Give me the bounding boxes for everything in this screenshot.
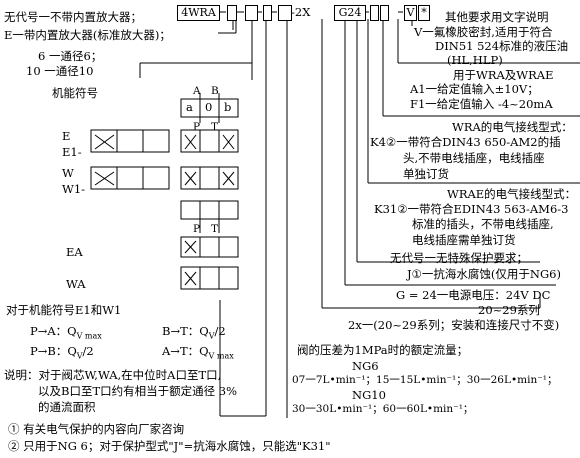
- label-v2: DIN51 524标准的液压油: [435, 39, 569, 53]
- port-t: T: [211, 121, 219, 133]
- label-series1: 20~29系列: [478, 303, 540, 317]
- note-line3: 的通流面积: [38, 400, 96, 414]
- code-2x: -2X: [291, 5, 311, 19]
- code-box-elec: [380, 5, 389, 21]
- label-series2: 2x一(20~29系列；安装和连接尺寸不变): [348, 318, 560, 332]
- label-ng10-vals: 30一30L•min⁻¹；60一60L•min⁻¹；: [292, 403, 474, 415]
- port-t2: T: [211, 223, 219, 235]
- label-v1: V一氟橡胶密封,适用于符合: [414, 25, 553, 39]
- code-box-symbol: [263, 5, 272, 21]
- formula-bt: B→T：QV/2: [162, 324, 226, 341]
- port-p2: P: [193, 223, 201, 235]
- label-ng6: NG6: [352, 359, 379, 373]
- spool-symbols: [90, 93, 239, 290]
- label-wrae-title: WRAE的电气接线型式：: [447, 187, 577, 201]
- label-size6: 6 一通径6；: [38, 49, 103, 63]
- label-v3: (HL,HLP): [447, 53, 503, 67]
- for-e1w1: 对于机能符号E1和W1: [6, 303, 122, 317]
- label-k4-3: 单独订货: [403, 167, 449, 181]
- note-line2: 以及B口至T口约有相当于额定通径 3%: [38, 384, 238, 398]
- label-k31-1: K31②一带符合EDIN43 563-AM6-3: [374, 202, 569, 216]
- formula-pb: P→B：QV/2: [30, 344, 94, 361]
- label-k4-2: 头,不带电线插座，电线插座: [403, 151, 545, 165]
- footnote-2: ② 只用于NG 6；对于保护型式"J"=抗海水腐蚀，只能选"K31": [8, 439, 331, 453]
- sym-e: E: [62, 129, 71, 143]
- label-f1: F1一给定值输入 -4~20mA: [410, 97, 553, 111]
- label-k4-1: K4②一带符合DIN43 650-AM2的插: [370, 135, 561, 149]
- sym-e1: E1-: [62, 145, 82, 159]
- code-box-v: V: [404, 5, 417, 21]
- label-other: 其他要求用文字说明: [445, 10, 549, 24]
- sym-w: W: [62, 166, 74, 180]
- code-box-4wra: 4WRA: [177, 5, 220, 21]
- label-wra-title: WRA的电气接线型式：: [452, 120, 573, 134]
- label-ng10: NG10: [352, 388, 386, 402]
- label-rated-title: 阀的压差为1MPa时的额定流量；: [297, 343, 469, 357]
- label-g24: G = 24一电源电压：24V DC: [396, 288, 551, 302]
- symbol-title: 机能符号: [52, 86, 98, 100]
- formula-pa: P→A：QV max: [30, 324, 102, 341]
- port-p: P: [193, 121, 201, 133]
- label-prot1: 无代号一无特殊保护要求；: [390, 251, 528, 265]
- label-a1: A1一给定值输入±10V；: [410, 82, 539, 96]
- label-ng6-vals: 07一7L•min⁻¹；15一15L•min⁻¹；30一26L•min⁻¹；: [292, 374, 558, 386]
- label-k31-3: 电线插座需单独订货: [412, 233, 516, 247]
- label-e-amp: E一带内置放大器(标准放大器)；: [4, 28, 171, 42]
- label-prot2: J①一抗海水腐蚀(仅用于NG6): [407, 267, 561, 281]
- label-in-title: 用于WRA及WRAE: [453, 68, 554, 82]
- port-b: B: [211, 85, 219, 97]
- formula-at: A→T：QV max: [162, 344, 234, 361]
- note-line1: 说明：对于阀芯W,WA,在中位时A口至T口,: [4, 368, 222, 382]
- label-size10: 10 一通径10: [26, 64, 94, 78]
- code-box-flow: [278, 5, 292, 21]
- sym-w1: W1-: [62, 182, 86, 196]
- label-no-amp: 无代号一不带内置放大器；: [4, 10, 142, 24]
- code-box-g24: G24: [334, 5, 366, 21]
- label-k31-2: 标准的插头，不带电线插座,: [412, 217, 554, 231]
- code-box-amp: [227, 5, 237, 21]
- sym-ea: EA: [66, 245, 83, 259]
- cell-0: 0: [205, 100, 213, 114]
- code-box-star: *: [418, 5, 430, 21]
- port-a: A: [193, 85, 201, 97]
- code-box-size: [245, 5, 258, 21]
- cell-a: a: [186, 100, 193, 114]
- sym-wa: WA: [66, 277, 86, 291]
- cell-b: b: [224, 100, 232, 114]
- footnote-1: ① 有关电气保护的内容向厂家咨询: [8, 422, 185, 436]
- code-box-prot: [370, 5, 379, 21]
